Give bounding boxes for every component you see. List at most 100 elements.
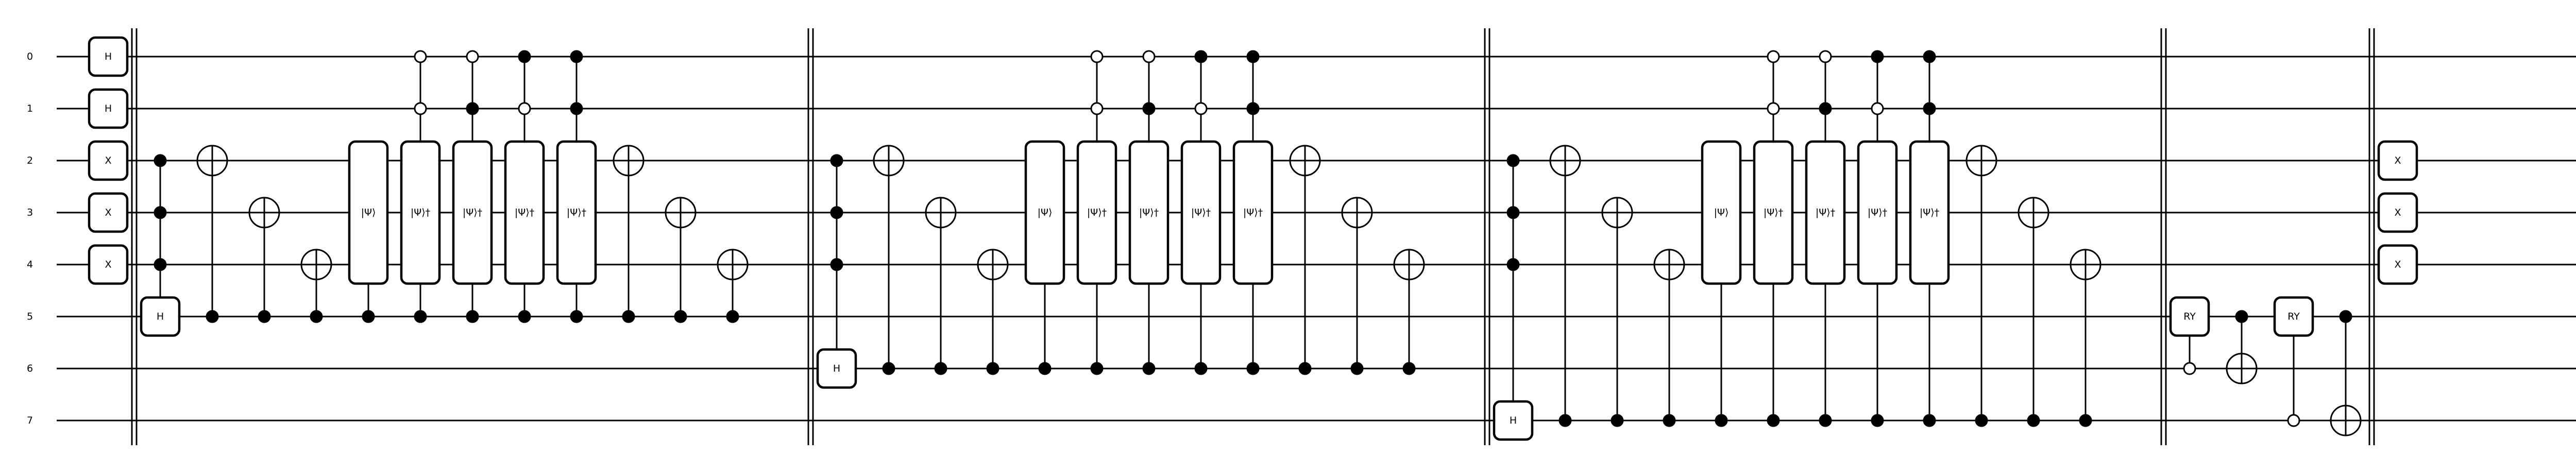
control-dot: [154, 154, 167, 167]
gate-cnot: [1289, 145, 1321, 375]
gate-controlled-single: RY: [2169, 296, 2210, 375]
gate-multi: |Ψ⟩†: [1753, 50, 1794, 427]
control-dot: [726, 310, 739, 323]
gate-multi: |Ψ⟩†: [1128, 50, 1170, 375]
gate-multi: |Ψ⟩†: [504, 50, 545, 323]
gate-single: X: [88, 192, 129, 233]
open-control-dot: [466, 50, 479, 63]
gate-label: |Ψ⟩: [1714, 207, 1729, 218]
gate-cnot: [1341, 197, 1373, 375]
gate-box: [1909, 140, 1950, 285]
gate-box: [140, 296, 181, 337]
control-dot: [362, 310, 375, 323]
gate-label: RY: [2183, 311, 2196, 322]
control-dot: [1558, 414, 1572, 427]
open-control-dot: [2183, 362, 2196, 375]
control-dot: [1194, 362, 1208, 375]
control-dot: [1142, 362, 1156, 375]
gate-label: |Ψ⟩†: [1139, 207, 1159, 218]
control-dot: [1350, 362, 1364, 375]
gate-box: [1493, 400, 1534, 441]
control-dot: [1090, 362, 1104, 375]
control-dot: [1402, 362, 1416, 375]
control-dot: [2339, 310, 2352, 323]
gate-single: X: [2377, 244, 2418, 285]
control-dot: [154, 258, 167, 271]
control-dot: [986, 362, 999, 375]
control-dot: [1767, 414, 1780, 427]
control-dot: [1142, 102, 1156, 115]
gate-cnot: [717, 249, 749, 323]
gate-box: [1805, 140, 1846, 285]
qubit-label: 3: [27, 207, 33, 218]
gate-box: [1128, 140, 1170, 285]
control-dot: [1871, 50, 1884, 63]
control-dot: [518, 50, 531, 63]
control-dot: [1871, 414, 1884, 427]
gate-label: |Ψ⟩†: [1087, 207, 1107, 218]
gate-multi: |Ψ⟩†: [1805, 50, 1846, 427]
gate-box: [348, 140, 389, 285]
gate-label: |Ψ⟩†: [1920, 207, 1939, 218]
control-dot: [1923, 50, 1936, 63]
gate-box: [1753, 140, 1794, 285]
control-dot: [570, 310, 583, 323]
open-control-dot: [2287, 414, 2300, 427]
gate-box: [1180, 140, 1222, 285]
open-control-dot: [518, 102, 531, 115]
gate-label: |Ψ⟩†: [1191, 207, 1211, 218]
gate-cnot: [1393, 249, 1425, 375]
gate-label: |Ψ⟩†: [463, 207, 482, 218]
gate-cnot: [1965, 145, 1997, 427]
gate-box: [2377, 244, 2418, 285]
gate-controlled-single: H: [140, 154, 181, 337]
gate-controlled-single: H: [1493, 154, 1534, 441]
gate-multi: |Ψ⟩†: [452, 50, 493, 323]
gate-box: [1076, 140, 1117, 285]
gate-cnot: [925, 197, 957, 375]
gate-label: H: [105, 51, 112, 62]
gate-box: [88, 88, 129, 129]
barriers: [131, 28, 2375, 445]
gate-cnot: [300, 249, 332, 323]
open-control-dot: [1194, 102, 1208, 115]
gate-multi: |Ψ⟩: [348, 140, 389, 323]
control-dot: [258, 310, 271, 323]
qubit-label: 5: [27, 311, 33, 322]
gate-label: X: [105, 155, 111, 166]
gate-multi: |Ψ⟩: [1701, 140, 1742, 427]
control-dot: [1246, 102, 1260, 115]
gate-box: [88, 244, 129, 285]
gate-cnot: [1653, 249, 1685, 427]
gate-multi: |Ψ⟩: [1024, 140, 1065, 375]
gate-box: [2169, 296, 2210, 337]
control-dot: [830, 154, 843, 167]
control-dot: [830, 206, 843, 219]
open-control-dot: [1090, 50, 1104, 63]
gate-label: |Ψ⟩: [1038, 207, 1053, 218]
gate-box: [88, 140, 129, 181]
gate-label: X: [2394, 155, 2401, 166]
gate-cnot: [1601, 197, 1633, 427]
gate-box: [452, 140, 493, 285]
control-dot: [1923, 414, 1936, 427]
qubit-label: 7: [27, 415, 33, 426]
gate-box: [2377, 192, 2418, 233]
gate-single: X: [2377, 140, 2418, 181]
gate-cnot: [1549, 145, 1581, 427]
gate-controlled-single: H: [816, 154, 857, 389]
gate-cnot: [2018, 197, 2049, 427]
gate-label: X: [105, 207, 111, 218]
control-dot: [1506, 206, 1520, 219]
gate-single: X: [88, 140, 129, 181]
open-control-dot: [414, 50, 427, 63]
qubit-label: 2: [27, 155, 33, 166]
open-control-dot: [1090, 102, 1104, 115]
control-dot: [1194, 50, 1208, 63]
open-control-dot: [1871, 102, 1884, 115]
qubit-label: 6: [27, 363, 33, 374]
control-dot: [570, 102, 583, 115]
gate-box: [556, 140, 597, 285]
control-dot: [1506, 258, 1520, 271]
control-dot: [1246, 50, 1260, 63]
